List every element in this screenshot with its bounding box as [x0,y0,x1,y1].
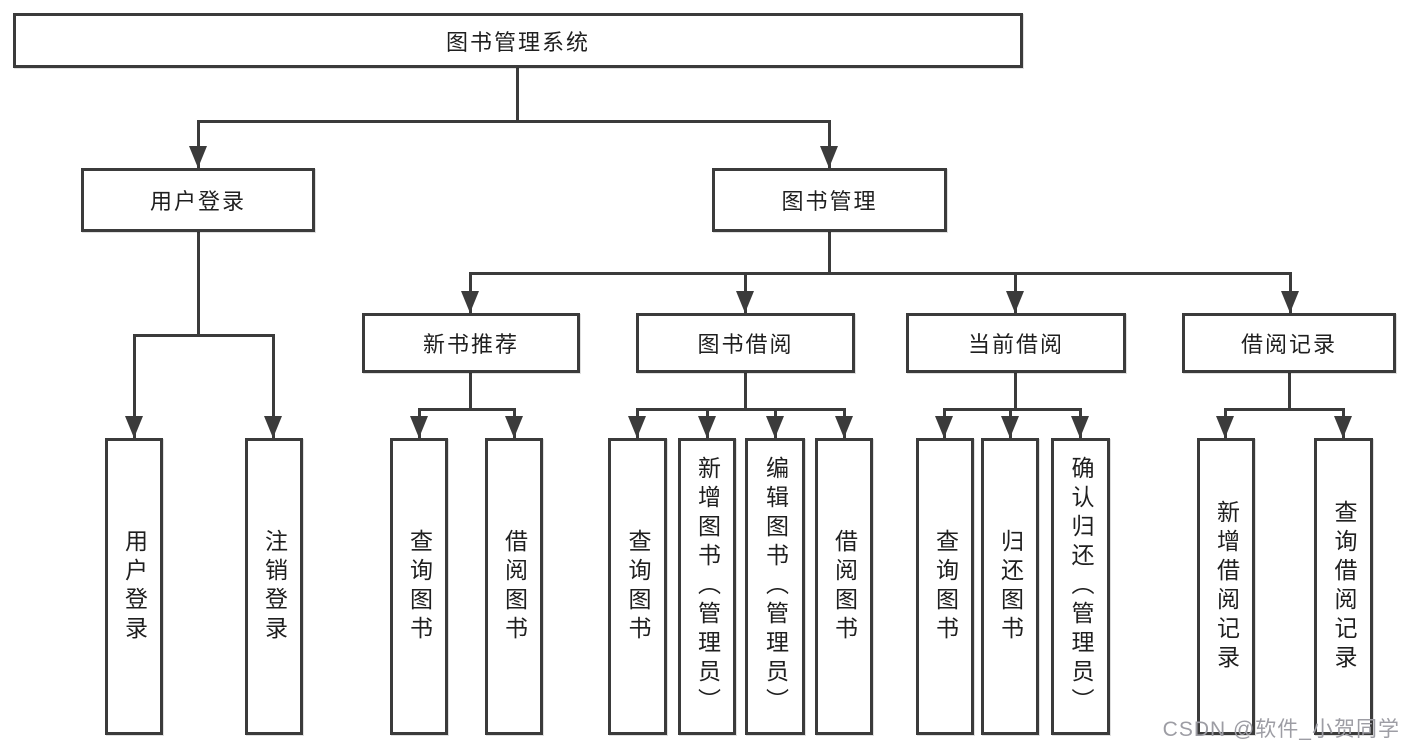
node-label: 借阅图书 [501,528,528,645]
connector-line [1014,373,1017,410]
node-leaf-add-borrow-record: 新增借阅记录 [1197,438,1255,735]
arrow-down-icon [461,291,479,313]
arrow-down-icon [1006,291,1024,313]
connector-line [469,272,1292,275]
arrow-down-icon [189,146,207,168]
node-leaf-logout: 注销登录 [245,438,303,735]
node-label: 新增借阅记录 [1213,499,1240,674]
node-leaf-borrow-book-b: 借阅图书 [815,438,873,735]
node-book-management: 图书管理 [712,168,947,232]
node-label: 新书推荐 [422,332,519,357]
node-label: 归还图书 [997,528,1024,645]
arrow-down-icon [1281,291,1299,313]
node-leaf-borrow-book-a: 借阅图书 [485,438,543,735]
arrow-down-icon [736,291,754,313]
arrow-down-icon [766,416,784,438]
arrow-down-icon [935,416,953,438]
csdn-watermark: CSDN @软件_小贺同学 [1162,718,1400,741]
connector-line [469,373,472,410]
node-leaf-query-book-b: 查询图书 [608,438,667,735]
arrow-down-icon [410,416,428,438]
node-label: 图书借阅 [697,332,794,357]
node-label: 当前借阅 [967,332,1064,357]
connector-line [943,408,1082,411]
node-label: 查询图书 [625,528,651,645]
connector-line [636,408,846,411]
arrow-down-icon [628,416,646,438]
node-leaf-query-book-c: 查询图书 [916,438,974,735]
node-label: 确认归还（管理员） [1068,456,1094,717]
arrow-down-icon [698,416,716,438]
arrow-down-icon [1071,416,1089,438]
node-label: 查询借阅记录 [1331,499,1357,674]
node-new-book-recommend: 新书推荐 [362,313,580,373]
connector-line [1288,373,1291,410]
node-leaf-confirm-return: 确认归还（管理员） [1051,438,1110,735]
arrow-down-icon [820,146,838,168]
arrow-down-icon [835,416,853,438]
connector-line [197,232,200,337]
node-label: 图书管理系统 [445,29,590,55]
node-leaf-edit-book-admin: 编辑图书（管理员） [745,438,805,735]
connector-line [133,334,275,337]
node-label: 查询图书 [406,528,433,645]
node-label: 用户登录 [149,189,246,214]
node-leaf-query-borrow-record: 查询借阅记录 [1314,438,1373,735]
node-leaf-return-book: 归还图书 [981,438,1039,735]
connector-line [197,120,200,168]
arrow-down-icon [125,416,143,438]
arrow-down-icon [1216,416,1234,438]
node-label: 用户登录 [121,528,148,645]
arrow-down-icon [264,416,282,438]
connector-line [197,120,831,123]
node-label: 新增图书（管理员） [694,456,721,717]
connector-line [1224,408,1345,411]
node-root: 图书管理系统 [13,13,1023,68]
connector-line [418,408,516,411]
node-label: 借阅记录 [1240,332,1337,357]
node-leaf-user-login: 用户登录 [105,438,163,735]
node-label: 借阅图书 [831,528,858,645]
node-leaf-query-book-a: 查询图书 [390,438,448,735]
node-user-login: 用户登录 [81,168,315,232]
node-label: 编辑图书（管理员） [762,456,789,717]
node-current-borrowing: 当前借阅 [906,313,1126,373]
node-borrowing-records: 借阅记录 [1182,313,1396,373]
node-book-borrowing: 图书借阅 [636,313,855,373]
connector-line [828,232,831,274]
node-label: 注销登录 [261,528,288,645]
arrow-down-icon [1334,416,1352,438]
connector-line [744,373,747,410]
node-label: 图书管理 [781,189,878,214]
node-leaf-add-book-admin: 新增图书（管理员） [678,438,736,735]
arrow-down-icon [505,416,523,438]
connector-line [272,334,275,438]
connector-line [516,68,519,123]
connector-line [828,120,831,168]
node-label: 查询图书 [932,528,959,645]
arrow-down-icon [1001,416,1019,438]
connector-line [133,334,136,438]
